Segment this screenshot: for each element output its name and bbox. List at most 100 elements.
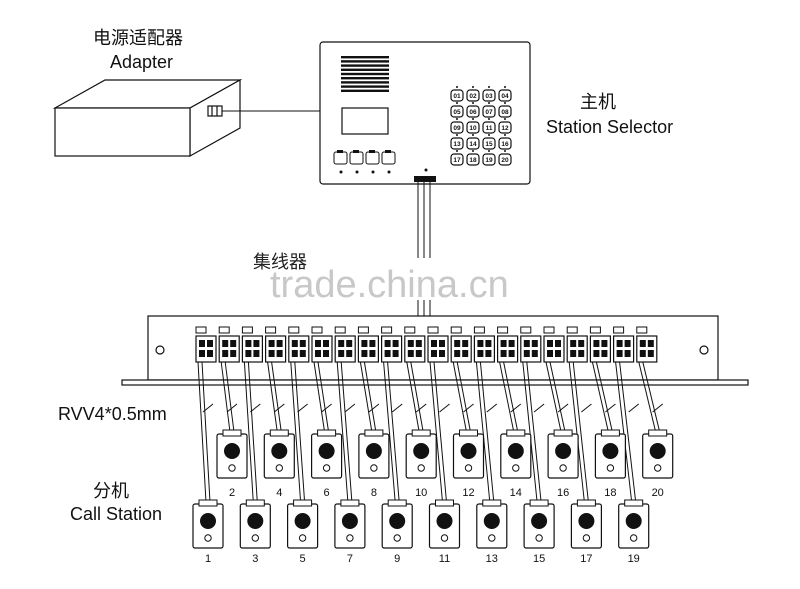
call-station-speaker (630, 534, 638, 542)
terminal-pin (531, 350, 538, 357)
terminal-block (520, 335, 542, 363)
call-station-terminal (245, 499, 265, 507)
terminal-pin (291, 350, 298, 357)
station-cable (619, 361, 637, 503)
terminal-pin (431, 350, 437, 357)
cable-break-mark (439, 403, 450, 413)
call-station-number: 16 (557, 487, 569, 499)
call-station-speaker (464, 464, 473, 472)
terminal-pin (647, 350, 654, 357)
call-station-9: 9 (381, 499, 413, 565)
keypad-key (482, 153, 496, 166)
call-station-number: 20 (652, 487, 664, 499)
keypad-led (488, 134, 490, 136)
terminal-cap (520, 326, 532, 334)
grille-slot (341, 81, 389, 84)
call-station-terminal (340, 499, 360, 507)
terminal-cap (543, 326, 555, 334)
terminal-pin (361, 350, 368, 357)
terminal-pin (616, 340, 623, 347)
terminal-pin (523, 340, 530, 347)
terminal-cap (265, 326, 277, 334)
call-station-label-en: Call Station (70, 504, 162, 524)
call-station-button (602, 443, 619, 459)
terminal-blocks (195, 326, 658, 363)
station-cable (359, 361, 373, 433)
terminal-pin (454, 340, 461, 347)
call-station-button (294, 513, 311, 529)
station-cable (220, 361, 231, 433)
terminal-cap (427, 326, 439, 334)
function-button (381, 151, 396, 165)
terminal-pin (253, 340, 260, 347)
terminal-pin (276, 340, 283, 347)
station-cable (452, 361, 467, 433)
keypad-key-label: 20 (501, 157, 509, 164)
call-station-number: 9 (394, 553, 400, 565)
call-station-button (318, 443, 335, 459)
station-cable (433, 361, 447, 503)
keypad-key-label: 02 (469, 93, 477, 100)
terminal-pin (555, 350, 561, 357)
grille-slot (341, 85, 389, 88)
terminal-cap (241, 326, 253, 334)
terminal-pin (230, 350, 237, 357)
call-station-speaker (393, 534, 401, 542)
grille-slot (341, 89, 389, 92)
keypad-key (482, 89, 496, 102)
call-station-7: 7 (334, 499, 366, 565)
call-station-button (389, 513, 406, 529)
keypad-key-label: 01 (453, 93, 461, 100)
indicator-light (424, 168, 428, 172)
call-station-12: 12 (452, 429, 485, 499)
call-station-speaker (582, 534, 591, 542)
terminal-pin (407, 340, 414, 347)
terminal-pin (439, 340, 445, 347)
station-cable (549, 361, 566, 433)
terminal-cap (357, 326, 369, 334)
call-station-button (649, 443, 666, 459)
cable-break-mark (273, 403, 285, 413)
call-station-button (460, 443, 477, 459)
watermark: trade.china.cn (270, 264, 509, 306)
station-cable (479, 361, 495, 503)
station-cable (642, 361, 661, 433)
call-station-17: 17 (570, 499, 603, 565)
terminal-pin (555, 340, 561, 347)
function-button-top (353, 150, 359, 153)
call-station-speaker (275, 464, 283, 472)
keypad-key (482, 121, 496, 134)
call-station-20: 20 (642, 429, 674, 499)
terminal-pin (245, 340, 252, 347)
call-station-terminal (293, 499, 313, 507)
function-button-top (369, 150, 375, 153)
terminal-pin (639, 350, 646, 357)
function-button-top (337, 150, 343, 153)
keypad-led (472, 118, 474, 120)
terminal-pin (500, 350, 507, 357)
call-station-speaker (559, 464, 567, 472)
keypad-key (450, 153, 464, 166)
call-station-8: 8 (358, 429, 390, 499)
station-cable (247, 361, 258, 503)
terminal-block (497, 335, 519, 363)
keypad-key-label: 11 (486, 125, 493, 132)
function-buttons (333, 150, 396, 174)
keypad-key (450, 89, 464, 102)
keypad-key (498, 121, 512, 134)
keypad-led (456, 86, 458, 88)
call-station-10: 10 (405, 429, 437, 499)
keypad-key-label: 05 (453, 109, 461, 116)
call-station-4: 4 (263, 429, 295, 499)
terminal-block (241, 335, 263, 363)
keypad-key-label: 15 (485, 141, 493, 148)
terminal-pin (523, 350, 530, 357)
call-station-speaker (322, 464, 331, 472)
station-cable (503, 361, 519, 433)
terminal-pin (500, 340, 507, 347)
call-station-number: 15 (533, 553, 545, 565)
function-button (333, 151, 348, 165)
station-cable (638, 361, 657, 433)
terminal-cap (381, 326, 393, 334)
